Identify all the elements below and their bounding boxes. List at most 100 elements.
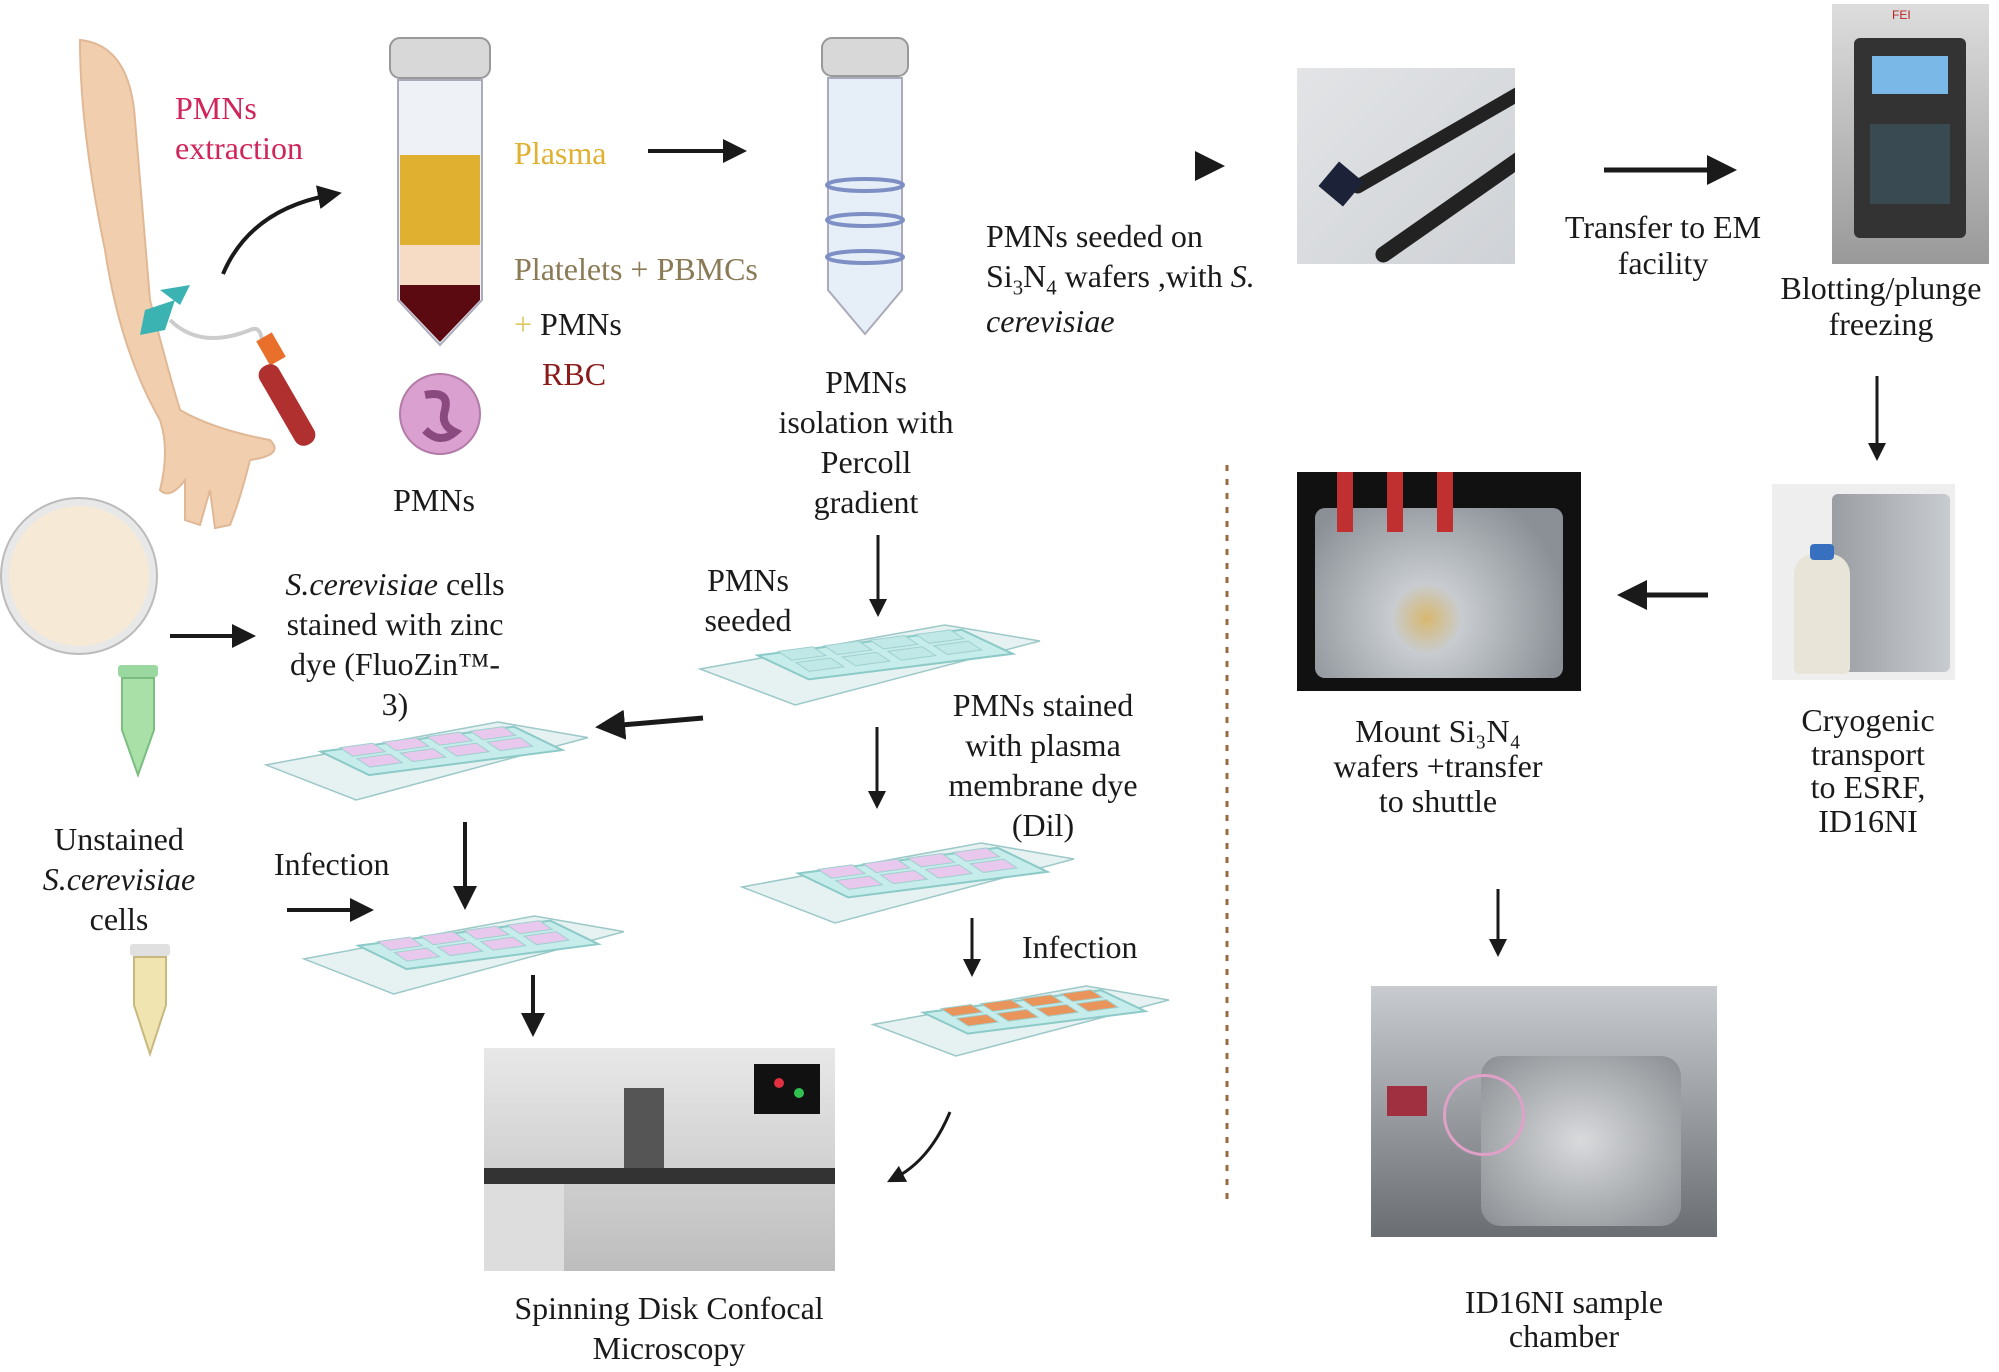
label-line: Mount Si₃N₄ <box>1355 713 1521 749</box>
chamber-well <box>868 635 920 650</box>
chamber-well <box>840 651 892 667</box>
label-line: cerevisiae <box>986 301 1255 341</box>
chamber-well <box>419 931 468 946</box>
chamber-well <box>924 864 974 879</box>
tweezers-wafer-photo <box>1297 68 1515 264</box>
label-pmns-extraction: PMNs extraction <box>175 88 303 168</box>
chamber-well <box>951 847 1001 862</box>
chamber-well <box>399 748 448 763</box>
label-line: chamber <box>1508 1317 1620 1354</box>
chamber-well <box>861 858 912 874</box>
curved-arrow-to-microscope <box>886 1111 952 1183</box>
chamber-well <box>505 920 554 935</box>
fei-logo: FEI <box>1892 8 1911 22</box>
chamber-well <box>906 853 957 868</box>
label-line: cells <box>89 901 149 937</box>
label-line: Spinning Disk Confocal <box>514 1290 824 1326</box>
label-rbc: RBC <box>542 356 607 392</box>
chamber-well <box>393 947 441 962</box>
label-line: S.cerevisiae cells <box>255 564 535 604</box>
text: S.cerevisiae <box>42 861 196 897</box>
label-percoll-isolation: PMNs isolation with Percoll gradient <box>746 362 986 522</box>
centrifuge-tube-blood <box>389 37 491 347</box>
label-line: Blotting/plunge <box>1780 270 1982 306</box>
chamber-well <box>914 629 966 644</box>
label-spinning-disk: Spinning Disk Confocal Microscopy <box>489 1288 849 1368</box>
chamber-well <box>822 640 874 656</box>
label-line: freezing <box>1828 306 1934 342</box>
chamber-well <box>995 1008 1040 1022</box>
label-line: ID16NI sample <box>1464 1284 1664 1320</box>
label-text: PMNs <box>540 306 622 342</box>
chamber-well <box>886 646 938 661</box>
chamber-well <box>479 936 528 951</box>
text: cells <box>437 566 505 602</box>
label-line: to ESRF, <box>1810 769 1926 806</box>
label-line: Cryogenic <box>1801 702 1935 738</box>
text: S. <box>1230 258 1255 294</box>
chamber-well <box>522 931 571 946</box>
slide-pmns-dil <box>739 842 1075 924</box>
tube-green-stained <box>118 665 158 778</box>
label-line: Si3N4 wafers ,with S. <box>986 256 1255 301</box>
label-seeded-wafers: PMNs seeded on Si3N4 wafers ,with S. cer… <box>986 216 1255 341</box>
arrow-seeded-to-left <box>595 709 704 740</box>
chamber-well <box>776 646 828 661</box>
label-line: Microscopy <box>592 1330 746 1366</box>
chamber-well <box>382 737 431 752</box>
chamber-well <box>462 925 511 940</box>
chamber-well <box>979 999 1025 1012</box>
chamber-well <box>879 869 929 885</box>
chamber-well <box>939 1004 985 1017</box>
text: N <box>1023 258 1047 294</box>
chamber-well <box>469 726 518 741</box>
label-platelets-pbmcs: Platelets + PBMCs <box>514 251 758 287</box>
slide-infection-left <box>301 915 625 995</box>
label-line: S.cerevisiae <box>19 859 219 899</box>
label-pmns-cell: PMNs <box>393 482 475 518</box>
chamber-well <box>355 753 404 768</box>
tube-yellow-unstained <box>130 944 170 1058</box>
label-line: facility <box>1617 245 1709 281</box>
label-line: PMNs <box>707 562 789 598</box>
slide-infection-right <box>870 985 1170 1057</box>
chamber-well <box>955 1013 1000 1027</box>
id16ni-sample-chamber-photo <box>1371 986 1717 1237</box>
label-line: ID16NI <box>1818 802 1918 839</box>
chamber-well <box>794 657 846 672</box>
label-infection-right: Infection <box>1022 929 1138 965</box>
label-line: seeded <box>704 602 792 638</box>
plus-sign: + <box>514 306 533 342</box>
label-pmns-layer: + PMNs <box>514 304 622 344</box>
chamber-well <box>338 742 387 757</box>
label-transfer-em: Transfer to EM facility <box>1543 207 1783 283</box>
curved-arrow-extraction <box>221 185 342 275</box>
petri-dish-yeast <box>0 497 158 655</box>
cryogenic-transport-photo <box>1772 484 1955 680</box>
label-pmns-stained-dil: PMNs stained with plasma membrane dye (D… <box>923 685 1163 845</box>
label-infection-left: Infection <box>274 846 390 882</box>
label-line: PMNs <box>825 364 907 400</box>
label-pmns-seeded: PMNs seeded <box>678 560 818 640</box>
chamber-well <box>376 936 424 951</box>
label-plasma: Plasma <box>514 135 607 171</box>
text: 3 <box>1012 276 1024 300</box>
label-line: stained with zinc <box>286 606 504 642</box>
label-unstained: Unstained S.cerevisiae cells <box>19 819 219 939</box>
label-line: gradient <box>813 484 919 520</box>
chamber-well <box>834 875 884 890</box>
chamber-well <box>968 858 1019 874</box>
label-line: 3) <box>381 686 409 722</box>
label-cryogenic-transport: Cryogenic transport to ESRF, ID16NI <box>1768 702 1968 839</box>
label-line: membrane dye <box>948 767 1138 803</box>
label-line: Percoll <box>820 444 912 480</box>
chamber-well <box>932 640 983 656</box>
slide-stained-yeast <box>263 721 589 801</box>
chamber-well <box>436 942 484 957</box>
chamber-well <box>486 737 535 752</box>
label-line: PMNs stained <box>952 687 1134 723</box>
label-scerevisiae-stained: S.cerevisiae cells stained with zinc dye… <box>255 564 535 724</box>
label-line: extraction <box>175 130 303 166</box>
chamber-well <box>1059 989 1104 1003</box>
